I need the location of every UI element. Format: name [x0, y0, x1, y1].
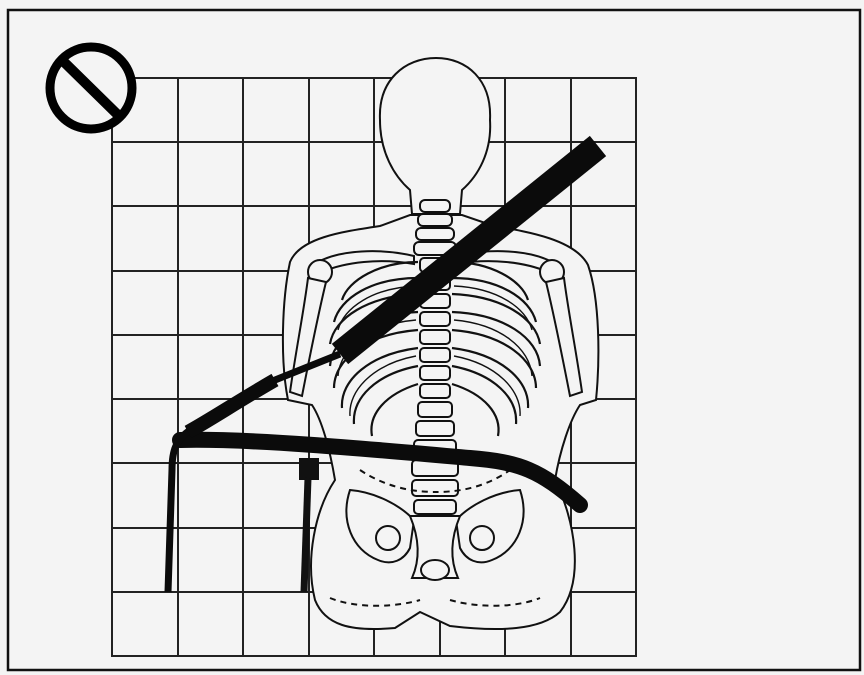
belt-anchor-segment: [188, 380, 275, 432]
neck-vertebrae: [414, 200, 456, 255]
head: [380, 58, 490, 214]
prohibition-icon: [50, 47, 132, 129]
